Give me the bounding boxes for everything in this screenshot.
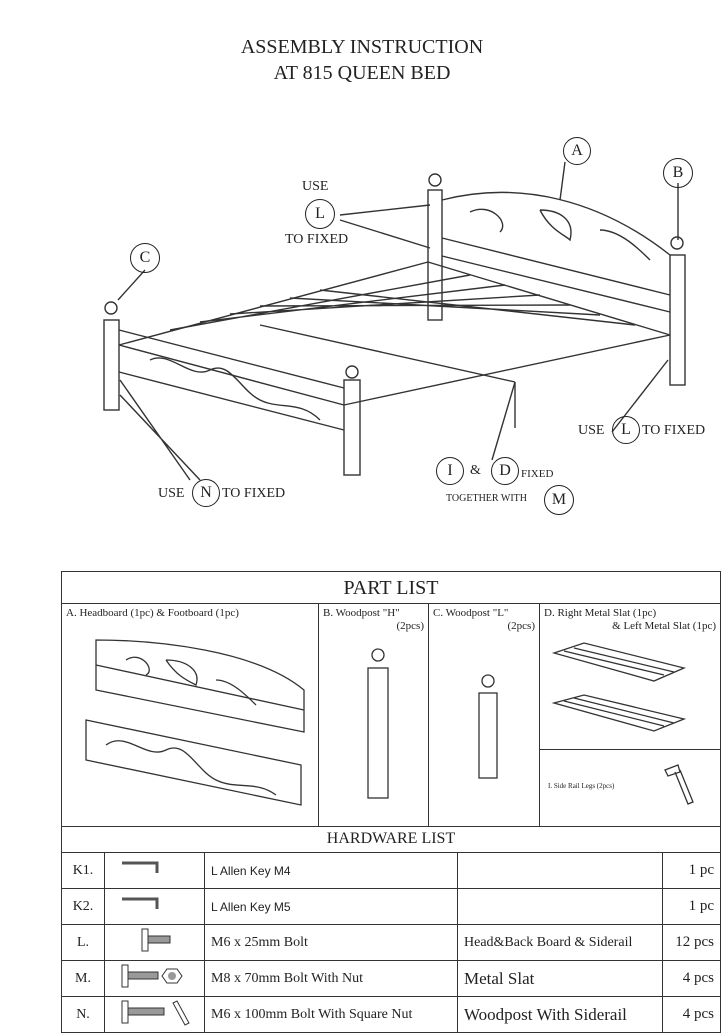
bolt-nut-icon <box>121 964 183 988</box>
part-c: C. Woodpost "L" (2pcs) <box>429 604 540 826</box>
hardware-usage: Head&Back Board & Siderail <box>457 924 663 961</box>
part-b: B. Woodpost "H" (2pcs) <box>319 604 429 826</box>
woodpost-l-drawing <box>478 674 498 779</box>
hardware-description: M6 x 100mm Bolt With Square Nut <box>204 996 458 1033</box>
hardware-usage: Metal Slat <box>457 960 663 997</box>
slats <box>118 261 671 428</box>
hardware-quantity: 12 pcs <box>662 924 721 961</box>
to-fixed-label: TO FIXED <box>222 486 286 501</box>
use-label: USE <box>302 179 329 194</box>
callout-c: C <box>130 243 160 273</box>
to-fixed-label: TO FIXED <box>285 232 349 247</box>
part-i: I. Side Rail Legs (2pcs) <box>540 749 720 826</box>
headboard <box>427 173 686 386</box>
use-label: USE <box>158 486 185 501</box>
use-label: USE <box>578 423 605 438</box>
fixed-label: FIXED <box>521 468 554 480</box>
woodpost-h-drawing <box>367 648 389 799</box>
hardware-quantity: 1 pc <box>662 888 721 925</box>
title-line-1: ASSEMBLY INSTRUCTION <box>240 36 484 58</box>
part-c-qty: (2pcs) <box>507 620 536 632</box>
hardware-row: M. M8 x 70mm Bolt With Nut Metal Slat 4 … <box>61 960 721 997</box>
callout-l: L <box>612 416 640 444</box>
metal-slat-drawing <box>551 642 687 732</box>
hardware-usage <box>457 852 663 889</box>
hardware-quantity: 4 pcs <box>662 996 721 1033</box>
hardware-code: K1. <box>61 852 105 889</box>
part-d-label: D. Right Metal Slat (1pc) <box>544 607 657 619</box>
title-line-2: AT 815 QUEEN BED <box>273 62 451 84</box>
bed-assembly-drawing <box>103 161 686 481</box>
part-list: PART LIST A. Headboard (1pc) & Footboard… <box>61 571 721 827</box>
callout-m: M <box>544 485 574 515</box>
hardware-row: L. M6 x 25mm Bolt Head&Back Board & Side… <box>61 924 721 961</box>
hardware-usage <box>457 888 663 925</box>
hardware-code: M. <box>61 960 105 997</box>
hardware-list-title: HARDWARE LIST <box>61 826 721 853</box>
headboard-footboard-drawing <box>85 639 305 806</box>
part-i-label: I. Side Rail Legs (2pcs) <box>548 782 615 790</box>
part-d-label-2: & Left Metal Slat (1pc) <box>612 620 716 632</box>
hardware-row: N. M6 x 100mm Bolt With Square Nut Woodp… <box>61 996 721 1033</box>
callout-a: A <box>563 137 591 165</box>
allen-key-icon <box>122 897 159 909</box>
part-a: A. Headboard (1pc) & Footboard (1pc) <box>62 604 319 826</box>
hardware-description: L Allen Key M5 <box>204 888 458 925</box>
hardware-quantity: 1 pc <box>662 852 721 889</box>
bolt-square-nut-icon <box>121 1000 190 1026</box>
part-b-qty: (2pcs) <box>396 620 425 632</box>
callout-d: D <box>491 457 519 485</box>
part-a-label: A. Headboard (1pc) & Footboard (1pc) <box>66 607 239 619</box>
hardware-code: N. <box>61 996 105 1033</box>
footboard <box>103 301 361 476</box>
hardware-description: M6 x 25mm Bolt <box>204 924 458 961</box>
side-rail-leg-icon <box>664 764 694 805</box>
hardware-quantity: 4 pcs <box>662 960 721 997</box>
hardware-row: K2. L Allen Key M5 1 pc <box>61 888 721 925</box>
hardware-description: M8 x 70mm Bolt With Nut <box>204 960 458 997</box>
hardware-usage: Woodpost With Siderail <box>457 996 663 1033</box>
callout-i: I <box>436 457 464 485</box>
bolt-icon <box>141 928 171 952</box>
part-list-title: PART LIST <box>62 572 720 604</box>
ampersand: & <box>470 463 481 478</box>
hardware-description: L Allen Key M4 <box>204 852 458 889</box>
allen-key-icon <box>122 861 159 873</box>
part-b-label: B. Woodpost "H" <box>323 607 400 619</box>
hardware-code: L. <box>61 924 105 961</box>
to-fixed-label: TO FIXED <box>642 423 706 438</box>
callout-l: L <box>305 199 335 229</box>
part-d: D. Right Metal Slat (1pc) & Left Metal S… <box>540 604 720 749</box>
part-c-label: C. Woodpost "L" <box>433 607 509 619</box>
callout-n: N <box>192 479 220 507</box>
hardware-code: K2. <box>61 888 105 925</box>
hardware-row: K1. L Allen Key M4 1 pc <box>61 852 721 889</box>
together-with-label: TOGETHER WITH <box>446 493 528 504</box>
callout-b: B <box>663 158 693 188</box>
